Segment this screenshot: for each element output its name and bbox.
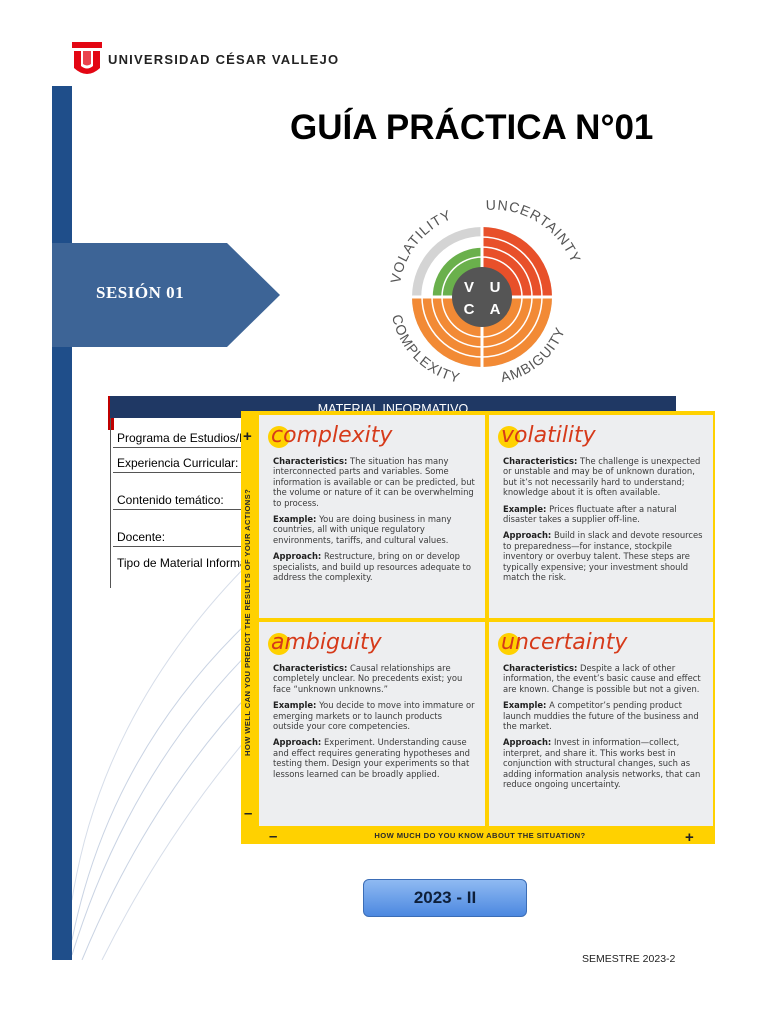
quadrant-volatility: volatility Characteristics: The challeng… [489, 415, 713, 618]
vuca-letter-a: A [490, 301, 501, 318]
volatility-example-label: Example: [503, 503, 547, 514]
material-row-contenido: Contenido temático: [113, 491, 251, 510]
y-axis-plus: + [243, 428, 252, 445]
material-row-programa: Programa de Estudios/P [113, 429, 251, 448]
uncertainty-title-rest: ncertainty [514, 630, 628, 655]
complexity-characteristics: The situation has many interconnected pa… [273, 456, 475, 508]
volatility-characteristics: The challenge is unexpected or unstable … [503, 456, 701, 498]
y-axis-label: HOW WELL CAN YOU PREDICT THE RESULTS OF … [243, 488, 252, 756]
complexity-approach: Restructure, bring on or develop special… [273, 551, 471, 583]
uncertainty-approach-label: Approach: [503, 737, 552, 748]
complexity-title-rest: omplexity [283, 423, 393, 448]
semester-label: SEMESTRE 2023-2 [582, 953, 676, 965]
complexity-approach-label: Approach: [273, 551, 322, 562]
university-name: UNIVERSIDAD CÉSAR VALLEJO [108, 52, 340, 67]
vuca-circle-graphic: V U C A VOLATILITY UNCERTAINTY COMPLEXIT… [387, 198, 583, 386]
material-row-tipo: Tipo de Material Informa [117, 556, 247, 570]
uncertainty-example-label: Example: [503, 700, 547, 711]
uncertainty-char-label: Characteristics: [503, 663, 578, 673]
material-row-experiencia: Experiencia Curricular: [113, 454, 251, 473]
uncertainty-characteristics: Despite a lack of other information, the… [503, 663, 701, 694]
ambiguity-example: You decide to move into immature or emer… [273, 700, 475, 732]
quadrant-complexity: complexity Characteristics: The situatio… [259, 415, 485, 618]
complexity-example: You are doing business in many countries… [273, 514, 452, 545]
ambiguity-characteristics: Causal relationships are completely uncl… [273, 663, 463, 694]
left-vertical-bar [52, 86, 72, 960]
volatility-example: Prices fluctuate after a natural disaste… [503, 503, 677, 525]
vuca-infographic: + – – + complexity Characteristics: The … [241, 411, 715, 846]
ambiguity-approach: Experiment. Understanding cause and effe… [273, 737, 470, 779]
x-axis-minus: – [269, 828, 278, 845]
volatility-char-label: Characteristics: [503, 456, 578, 466]
complexity-example-label: Example: [273, 514, 317, 525]
quadrant-uncertainty: uncertainty Characteristics: Despite a l… [489, 622, 713, 826]
vuca-letter-u: U [490, 279, 501, 296]
volatility-title-rest: olatility [514, 423, 596, 448]
x-axis-label: HOW MUCH DO YOU KNOW ABOUT THE SITUATION… [374, 831, 586, 840]
ambiguity-char-label: Characteristics: [273, 663, 348, 673]
material-row-docente: Docente: [113, 528, 251, 547]
uncertainty-example: A competitor’s pending product launch mu… [503, 700, 699, 732]
ambiguity-title-rest: mbiguity [284, 630, 382, 655]
uncertainty-approach: Invest in information—collect, interpret… [503, 737, 701, 790]
vuca-letter-v: V [464, 279, 474, 296]
ambiguity-approach-label: Approach: [273, 737, 322, 748]
y-axis-wrapper: HOW WELL CAN YOU PREDICT THE RESULTS OF … [243, 488, 259, 756]
volatility-approach-label: Approach: [503, 530, 552, 541]
complexity-char-label: Characteristics: [273, 456, 348, 466]
session-arrow-shape [52, 243, 280, 347]
complexity-title-first: c [271, 423, 284, 448]
volatility-title-first: v [501, 423, 515, 448]
material-table [110, 418, 247, 588]
y-axis-minus: – [244, 805, 253, 822]
volatility-approach: Build in slack and devote resources to p… [503, 530, 703, 583]
page-title: GUÍA PRÁCTICA N°01 [290, 108, 654, 147]
quadrant-ambiguity: ambiguity Characteristics: Causal relati… [259, 622, 485, 826]
ambiguity-example-label: Example: [273, 700, 317, 711]
ucv-logo-icon [72, 42, 102, 74]
session-label: SESIÓN 01 [96, 283, 185, 302]
x-axis-plus: + [685, 829, 694, 846]
ambiguity-title-first: a [271, 630, 285, 655]
uncertainty-title-first: u [501, 630, 515, 655]
vuca-letter-c: C [464, 301, 475, 318]
year-button[interactable]: 2023 - II [363, 879, 527, 917]
